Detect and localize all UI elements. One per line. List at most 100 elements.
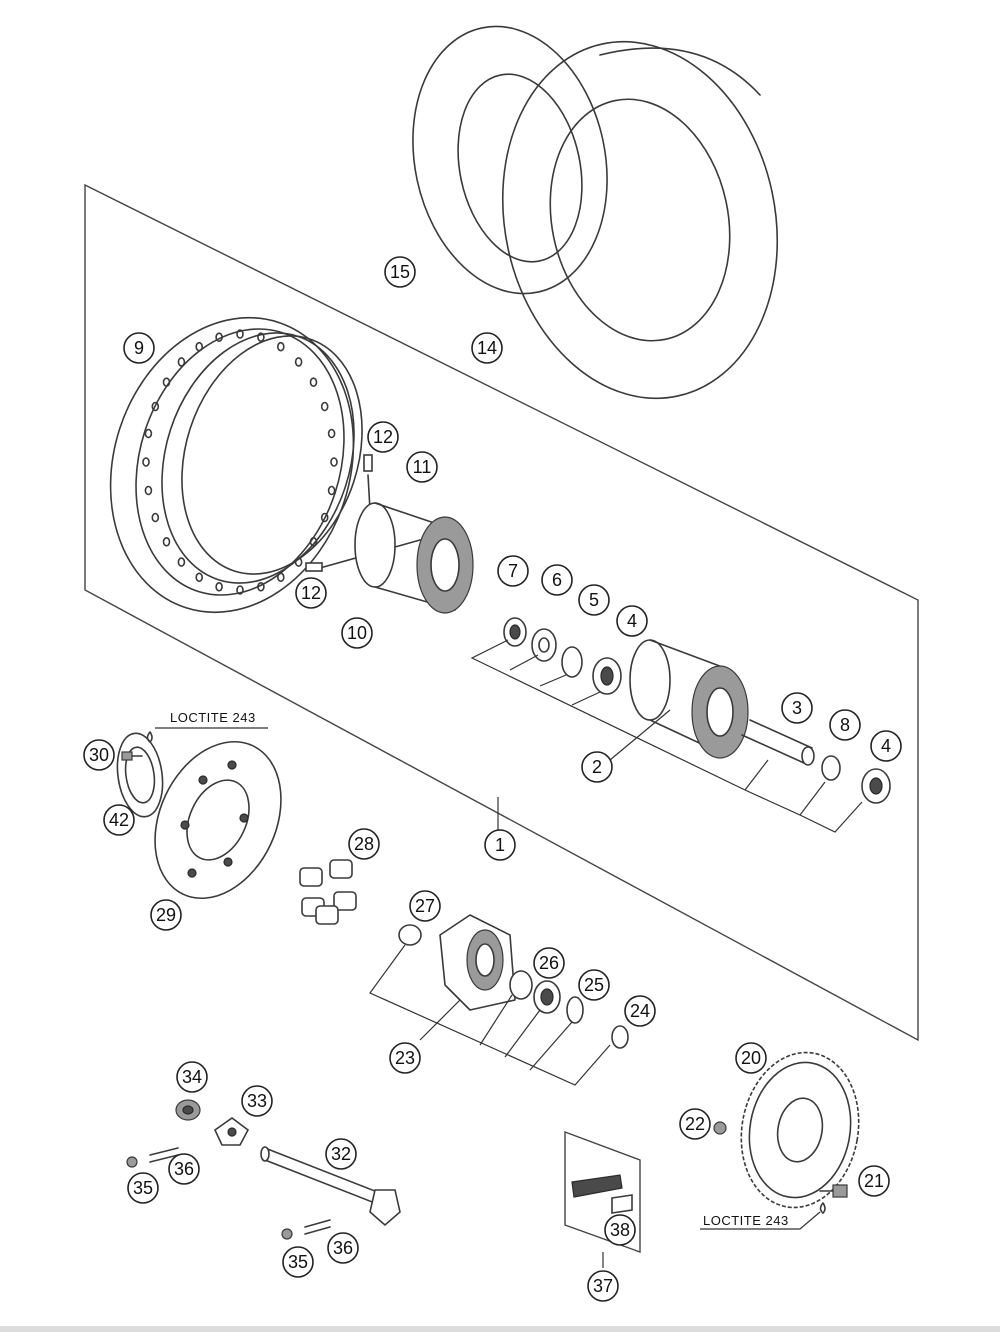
callout-number: 4	[627, 611, 637, 631]
hub-leader-lines	[470, 639, 863, 833]
rim-spoke-holes	[142, 329, 338, 595]
callout-number: 24	[630, 1001, 650, 1021]
spoke-hole	[294, 357, 303, 367]
callout-number: 36	[174, 1159, 194, 1179]
callout-c4b: 4	[870, 730, 902, 762]
callout-c30: 30	[83, 739, 115, 771]
callout-circle	[533, 947, 565, 979]
callout-circle	[578, 584, 610, 616]
callout-number: 7	[508, 561, 518, 581]
callout-circle	[870, 730, 902, 762]
callout-c29: 29	[150, 899, 182, 931]
callout-circle	[341, 617, 373, 649]
bearing-outer	[861, 768, 891, 804]
spoke-hole	[162, 377, 171, 388]
callout-number: 36	[333, 1238, 353, 1258]
callout-circle	[604, 1214, 636, 1246]
callout-circle	[829, 709, 861, 741]
loctite-note-bottom: LOCTITE 243	[703, 1213, 789, 1228]
callout-circle	[578, 969, 610, 1001]
spoke-hole	[144, 485, 153, 496]
callout-circle	[176, 1061, 208, 1093]
rim	[109, 316, 363, 614]
callout-c23: 23	[389, 1042, 421, 1074]
callout-circle	[295, 577, 327, 609]
adjusting-screw-upper	[126, 1147, 179, 1168]
callout-c27: 27	[409, 890, 441, 922]
spoke-hole	[309, 536, 318, 547]
callout-number: 22	[685, 1114, 705, 1134]
callout-circle	[858, 1165, 890, 1197]
adjuster	[213, 1117, 250, 1146]
spoke-hole	[151, 512, 160, 523]
callout-number: 2	[592, 757, 602, 777]
callout-c15: 15	[384, 256, 416, 288]
callout-number: 11	[413, 457, 432, 477]
callout-circle	[83, 739, 115, 771]
wheel-assembly-frame	[84, 183, 919, 1042]
spoke-hole	[195, 572, 203, 583]
callout-c22: 22	[679, 1108, 711, 1140]
callout-circle	[282, 1246, 314, 1278]
callout-c35a: 35	[127, 1172, 159, 1204]
spoke-hole	[294, 557, 303, 567]
callout-number: 9	[134, 338, 144, 358]
inner-tube	[412, 25, 608, 295]
callout-circle	[497, 555, 529, 587]
callout-c26: 26	[533, 947, 565, 979]
callout-number: 27	[415, 896, 435, 916]
callout-c10: 10	[341, 617, 373, 649]
spoke-hole	[236, 329, 244, 339]
spoke-hole	[162, 536, 171, 547]
callout-c37: 37	[587, 1270, 619, 1302]
callout-number: 35	[133, 1178, 153, 1198]
callout-number: 8	[840, 715, 850, 735]
callout-c36b: 36	[327, 1232, 359, 1264]
callout-c21: 21	[858, 1165, 890, 1197]
hub	[629, 639, 749, 759]
loctite-note-top: LOCTITE 243	[170, 710, 256, 725]
adjusting-screw-lower	[281, 1219, 331, 1240]
callout-c36a: 36	[168, 1153, 200, 1185]
callout-number: 5	[589, 590, 599, 610]
washer	[821, 755, 841, 781]
callout-c6: 6	[541, 564, 573, 596]
callout-number: 29	[156, 905, 176, 925]
callout-circle	[384, 256, 416, 288]
bottom-bar	[0, 1326, 1000, 1332]
callout-number: 1	[495, 835, 505, 855]
callout-number: 38	[610, 1220, 630, 1240]
callout-circle	[406, 451, 438, 483]
callout-number: 30	[89, 745, 109, 765]
screw	[121, 751, 143, 761]
spoke-hole	[327, 485, 336, 496]
bearing-set	[503, 617, 622, 695]
part-callouts: 1234456789101112121415202122232425262728…	[83, 256, 902, 1302]
callout-c14: 14	[471, 332, 503, 364]
callout-circle	[581, 751, 613, 783]
callout-circle	[616, 605, 648, 637]
sprocket	[740, 1051, 860, 1209]
distance-sleeve	[741, 719, 815, 766]
callout-c20: 20	[735, 1042, 767, 1074]
callout-circle	[103, 804, 135, 836]
sprocket-bolt	[819, 1184, 848, 1198]
callout-circle	[587, 1270, 619, 1302]
callout-circle	[679, 1108, 711, 1140]
spoke-hole	[144, 428, 153, 439]
spoke-hole	[215, 332, 223, 343]
sprocket-carrier	[398, 914, 629, 1049]
callout-number: 4	[881, 736, 891, 756]
callout-c12a: 12	[367, 421, 399, 453]
callout-c42: 42	[103, 804, 135, 836]
loctite-drop-bottom	[819, 1202, 826, 1214]
spoke-hole	[330, 457, 338, 467]
spoke-hole	[309, 377, 318, 388]
callout-number: 21	[864, 1171, 884, 1191]
callout-number: 37	[593, 1276, 613, 1296]
callout-number: 33	[247, 1091, 267, 1111]
callout-c34: 34	[176, 1061, 208, 1093]
callout-number: 12	[301, 583, 321, 603]
callout-circle	[781, 692, 813, 724]
